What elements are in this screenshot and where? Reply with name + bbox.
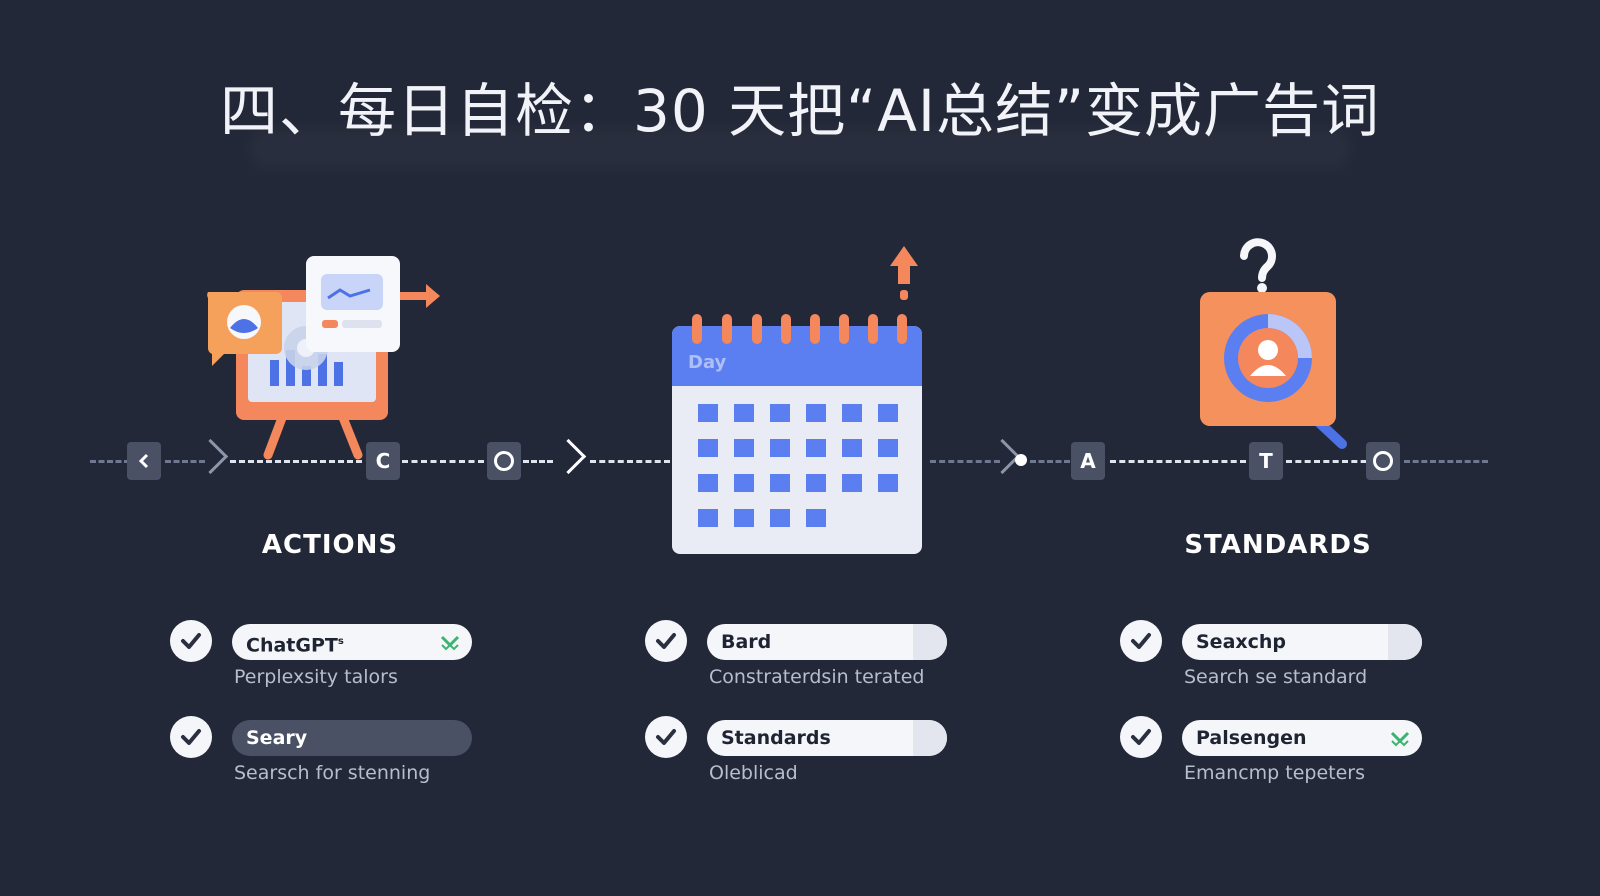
timeline-node-label: A xyxy=(1080,449,1096,473)
timeline-node-t[interactable]: T xyxy=(1249,442,1283,480)
checklist-item[interactable]: Standards Oleblicad xyxy=(645,716,955,796)
timeline-dash xyxy=(402,460,484,463)
timeline-node-a[interactable]: A xyxy=(1071,442,1105,480)
checklist-caption: Emancmp tepeters xyxy=(1184,762,1365,784)
ring-icon xyxy=(1373,451,1393,471)
chevron-right-icon xyxy=(192,438,229,475)
timeline-dash xyxy=(230,460,362,463)
timeline-prev-button[interactable] xyxy=(127,442,161,480)
checklist-caption: Constraterdsin terated xyxy=(709,666,925,688)
chevron-left-icon xyxy=(138,453,149,469)
check-icon xyxy=(1120,620,1162,662)
checklist-caption: Oleblicad xyxy=(709,762,798,784)
timeline-node-label: T xyxy=(1259,449,1273,473)
timeline-dash xyxy=(165,460,205,463)
check-icon xyxy=(1120,716,1162,758)
pill-label: Standards xyxy=(721,727,831,749)
checklist-pill[interactable]: Seary xyxy=(232,720,472,756)
checklist-item[interactable]: Seaxchp Search se standard xyxy=(1120,620,1430,700)
timeline-node-label: C xyxy=(375,449,391,473)
checklist-caption: Search se standard xyxy=(1184,666,1368,688)
pill-label: Seary xyxy=(246,727,308,749)
timeline-dot xyxy=(1015,454,1027,466)
sparkle-icon xyxy=(1390,731,1410,747)
timeline-node-ring[interactable] xyxy=(487,442,521,480)
ring-icon xyxy=(494,451,514,471)
timeline-dash xyxy=(90,460,130,463)
page-title: 四、每日自检：30 天把“AI总结”变成广告词 xyxy=(219,77,1381,145)
checklist-pill[interactable]: Bard xyxy=(707,624,947,660)
pill-label: Palsengen xyxy=(1196,727,1307,749)
pill-label: Bard xyxy=(721,631,772,653)
check-icon xyxy=(170,716,212,758)
timeline-dash xyxy=(1286,460,1376,463)
calendar-illustration: Day xyxy=(672,246,932,566)
timeline: C A T xyxy=(0,420,1600,500)
checklist-pill[interactable]: Seaxchp xyxy=(1182,624,1422,660)
pill-label: Seaxchp xyxy=(1196,631,1287,653)
sparkle-icon xyxy=(440,635,460,651)
check-icon xyxy=(170,620,212,662)
timeline-dash xyxy=(590,460,670,463)
standards-illustration xyxy=(1200,236,1380,466)
checklist-item[interactable]: ChatGPTs Perplexsity talors xyxy=(170,620,480,700)
checklist-pill[interactable]: Palsengen xyxy=(1182,720,1422,756)
actions-illustration xyxy=(200,250,450,460)
checklist-item[interactable]: Palsengen Emancmp tepeters xyxy=(1120,716,1430,796)
checklist-pill[interactable]: Standards xyxy=(707,720,947,756)
timeline-node-c[interactable]: C xyxy=(366,442,400,480)
timeline-dash xyxy=(930,460,1000,463)
checklist-caption: Searsch for stenning xyxy=(234,762,431,784)
checklist-pill[interactable]: ChatGPTs xyxy=(232,624,472,660)
pill-superscript: s xyxy=(337,636,344,647)
section-heading-actions: ACTIONS xyxy=(261,530,399,560)
timeline-dash xyxy=(1030,460,1070,463)
timeline-dash xyxy=(523,460,553,463)
timeline-dash xyxy=(1110,460,1246,463)
timeline-node-ring[interactable] xyxy=(1366,442,1400,480)
calendar-label: Day xyxy=(688,352,727,373)
pill-end-shade xyxy=(913,624,947,660)
timeline-dash xyxy=(1404,460,1488,463)
checklist-item[interactable]: Bard Constraterdsin terated xyxy=(645,620,955,700)
check-icon xyxy=(645,716,687,758)
checklist-item[interactable]: Seary Searsch for stenning xyxy=(170,716,480,796)
chevron-right-icon xyxy=(550,438,587,475)
check-icon xyxy=(645,620,687,662)
pill-label: ChatGPT xyxy=(246,634,338,657)
pill-end-shade xyxy=(1388,624,1422,660)
section-heading-standards: STANDARDS xyxy=(1184,530,1372,560)
pill-end-shade xyxy=(913,720,947,756)
checklist-caption: Perplexsity talors xyxy=(234,666,398,688)
